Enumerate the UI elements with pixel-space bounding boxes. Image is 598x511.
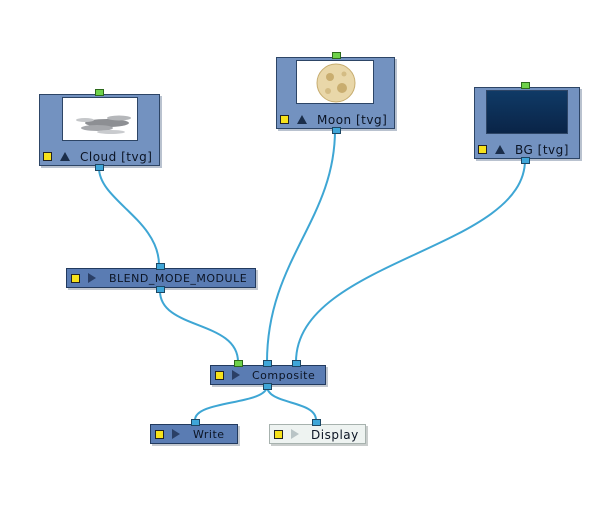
node-label: Display bbox=[311, 428, 359, 442]
element-icon bbox=[60, 152, 70, 161]
enable-toggle-icon[interactable] bbox=[274, 430, 283, 439]
wire-moon-to-composite bbox=[266, 129, 336, 363]
output-port[interactable] bbox=[521, 157, 530, 164]
input-port-2[interactable] bbox=[263, 360, 272, 367]
wire-blend-to-composite bbox=[159, 290, 239, 363]
enable-toggle-icon[interactable] bbox=[43, 152, 52, 161]
moon-thumbnail bbox=[296, 60, 374, 104]
bg-thumbnail bbox=[486, 90, 568, 134]
element-icon bbox=[495, 145, 505, 154]
node-label: BLEND_MODE_MODULE bbox=[109, 272, 248, 285]
module-icon bbox=[232, 370, 240, 380]
node-label: Cloud [tvg] bbox=[80, 150, 153, 164]
input-port[interactable] bbox=[95, 89, 104, 96]
enable-toggle-icon[interactable] bbox=[215, 371, 224, 380]
cloud-thumbnail bbox=[62, 97, 138, 141]
output-port[interactable] bbox=[156, 286, 165, 293]
enable-toggle-icon[interactable] bbox=[71, 274, 80, 283]
module-icon bbox=[172, 429, 180, 439]
node-label: Moon [tvg] bbox=[317, 113, 388, 127]
node-label: BG [tvg] bbox=[515, 143, 569, 157]
cloud-icon bbox=[76, 115, 131, 134]
output-port[interactable] bbox=[263, 383, 272, 390]
enable-toggle-icon[interactable] bbox=[478, 145, 487, 154]
input-port[interactable] bbox=[312, 419, 321, 426]
moon-icon bbox=[316, 63, 356, 103]
wire-composite-to-display bbox=[266, 385, 317, 421]
enable-toggle-icon[interactable] bbox=[155, 430, 164, 439]
module-icon bbox=[291, 429, 299, 439]
node-display[interactable]: Display bbox=[269, 419, 366, 444]
node-composite[interactable]: Composite bbox=[210, 360, 326, 390]
node-write[interactable]: Write bbox=[150, 419, 238, 444]
output-port[interactable] bbox=[332, 127, 341, 134]
input-port[interactable] bbox=[521, 82, 530, 89]
input-port[interactable] bbox=[156, 263, 165, 270]
enable-toggle-icon[interactable] bbox=[280, 115, 289, 124]
input-port-3[interactable] bbox=[292, 360, 301, 367]
node-label: Write bbox=[193, 428, 225, 441]
input-port-1[interactable] bbox=[234, 360, 243, 367]
input-port[interactable] bbox=[332, 52, 341, 59]
element-icon bbox=[297, 115, 307, 124]
node-bg[interactable]: BG [tvg] bbox=[474, 82, 580, 164]
module-icon bbox=[88, 273, 96, 283]
input-port[interactable] bbox=[191, 419, 200, 426]
output-port[interactable] bbox=[95, 164, 104, 171]
wire-composite-to-write bbox=[194, 385, 268, 421]
wire-cloud-to-blend bbox=[98, 167, 160, 266]
node-label: Composite bbox=[252, 369, 316, 382]
node-blend-mode-module[interactable]: BLEND_MODE_MODULE bbox=[66, 263, 256, 293]
node-cloud[interactable]: Cloud [tvg] bbox=[39, 89, 160, 171]
node-moon[interactable]: Moon [tvg] bbox=[276, 52, 395, 134]
wire-bg-to-composite bbox=[295, 159, 526, 363]
